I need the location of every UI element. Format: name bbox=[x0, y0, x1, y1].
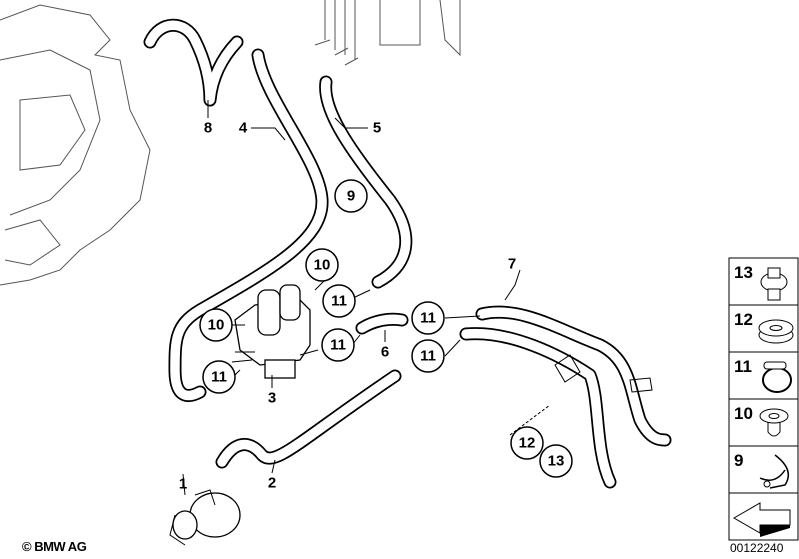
hose-clamp-icon bbox=[762, 361, 792, 393]
circle-callout-11: 11 bbox=[411, 301, 445, 335]
circle-callout-11: 11 bbox=[322, 284, 356, 318]
parts-legend: 13 12 11 10 9 bbox=[728, 257, 799, 541]
hose-5[interactable] bbox=[319, 75, 413, 289]
callout-6: 6 bbox=[381, 344, 389, 361]
svg-text:12: 12 bbox=[734, 310, 753, 329]
cap-nut-icon bbox=[760, 267, 788, 301]
circle-callout-9: 9 bbox=[334, 179, 368, 213]
svg-text:11: 11 bbox=[420, 348, 436, 365]
grommet-icon bbox=[758, 319, 794, 344]
callout-2: 2 bbox=[268, 475, 276, 492]
circle-callout-11: 11 bbox=[411, 339, 445, 373]
svg-text:9: 9 bbox=[347, 188, 355, 205]
hose-8[interactable] bbox=[143, 18, 244, 107]
circle-callout-11: 11 bbox=[321, 328, 355, 362]
engine-block-sketch bbox=[0, 0, 461, 286]
callout-5: 5 bbox=[373, 120, 381, 137]
svg-text:10: 10 bbox=[314, 257, 331, 274]
electric-water-pump[interactable] bbox=[169, 489, 241, 546]
svg-text:11: 11 bbox=[734, 357, 752, 376]
callout-8: 8 bbox=[204, 120, 212, 137]
svg-text:13: 13 bbox=[548, 453, 565, 470]
svg-text:11: 11 bbox=[211, 369, 227, 386]
hose-2[interactable] bbox=[215, 369, 402, 469]
circle-callout-10: 10 bbox=[305, 248, 339, 282]
svg-text:10: 10 bbox=[208, 317, 225, 334]
hose-4[interactable] bbox=[168, 48, 329, 402]
circle-callout-11: 11 bbox=[202, 360, 236, 394]
water-valve[interactable] bbox=[231, 284, 319, 379]
svg-text:12: 12 bbox=[519, 435, 536, 452]
svg-text:11: 11 bbox=[420, 310, 436, 327]
callout-1: 1 bbox=[179, 476, 187, 493]
legend-item-9: 9 bbox=[734, 451, 790, 489]
legend-item-13: 13 bbox=[734, 263, 788, 301]
leader-lines bbox=[182, 100, 551, 496]
svg-text:10: 10 bbox=[734, 404, 753, 423]
legend-item-12: 12 bbox=[734, 310, 794, 344]
pipe-7[interactable] bbox=[459, 305, 672, 489]
callout-4: 4 bbox=[239, 120, 248, 137]
svg-text:11: 11 bbox=[331, 293, 347, 310]
svg-text:11: 11 bbox=[330, 337, 346, 354]
circle-callout-10: 10 bbox=[199, 308, 233, 342]
hose-6[interactable] bbox=[355, 312, 409, 335]
copyright-text: © BMW AG bbox=[22, 539, 87, 554]
arrow-icon bbox=[732, 502, 791, 537]
legend-item-11: 11 bbox=[734, 357, 792, 393]
bracket-clip-icon bbox=[759, 454, 790, 489]
circle-callout-12: 12 bbox=[510, 426, 544, 460]
callout-7: 7 bbox=[508, 256, 516, 273]
svg-text:9: 9 bbox=[734, 451, 743, 470]
legend-item-10: 10 bbox=[734, 404, 789, 437]
callout-3: 3 bbox=[268, 390, 276, 407]
circle-callout-13: 13 bbox=[539, 444, 573, 478]
diagram-id: 00122240 bbox=[730, 541, 784, 555]
svg-text:13: 13 bbox=[734, 263, 753, 282]
rubber-mount-icon bbox=[759, 408, 789, 437]
